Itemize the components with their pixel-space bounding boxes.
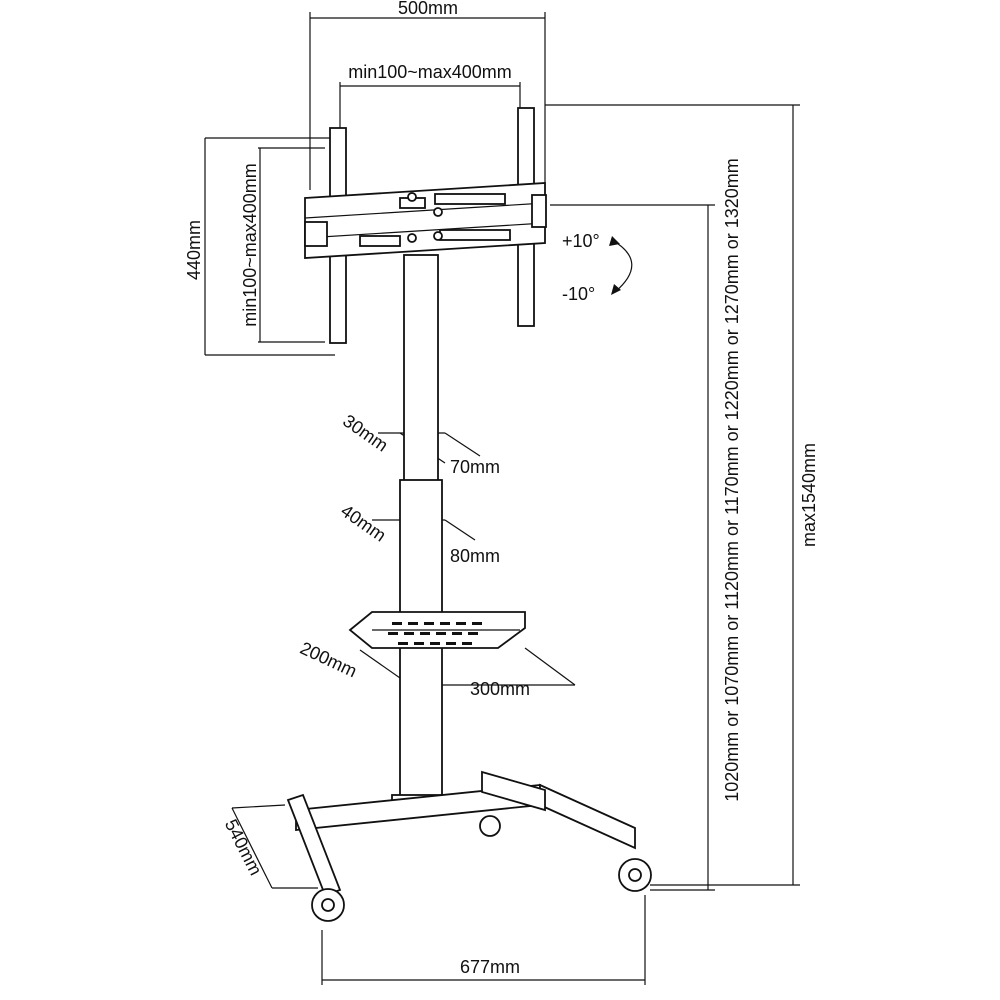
base (286, 770, 652, 922)
label-plate-height: 440mm (184, 220, 204, 280)
label-lower-pole-width: 80mm (450, 546, 500, 566)
label-upper-pole-depth: 30mm (339, 411, 391, 456)
label-max-height: max1540mm (799, 443, 819, 547)
shelf (348, 611, 526, 649)
dimension-lines (204, 12, 800, 985)
label-base-depth: 540mm (221, 816, 266, 879)
label-base-width: 677mm (460, 957, 520, 977)
shelf-holes (388, 622, 482, 645)
label-upper-pole-width: 70mm (450, 457, 500, 477)
labels: 500mm min100~max400mm 440mm min100~max40… (184, 0, 819, 977)
label-plate-width: 500mm (398, 0, 458, 18)
pole (391, 254, 451, 808)
label-vesa-horizontal: min100~max400mm (348, 62, 512, 82)
label-height-options: 1020mm or 1070mm or 1120mm or 1170mm or … (722, 158, 742, 802)
label-tilt-down: -10° (562, 284, 595, 304)
label-lower-pole-depth: 40mm (337, 501, 389, 546)
label-shelf-width: 300mm (470, 679, 530, 699)
label-tilt-up: +10° (562, 231, 600, 251)
label-shelf-depth: 200mm (297, 638, 360, 681)
mount-bracket (304, 107, 547, 344)
label-vesa-vertical: min100~max400mm (240, 163, 260, 327)
